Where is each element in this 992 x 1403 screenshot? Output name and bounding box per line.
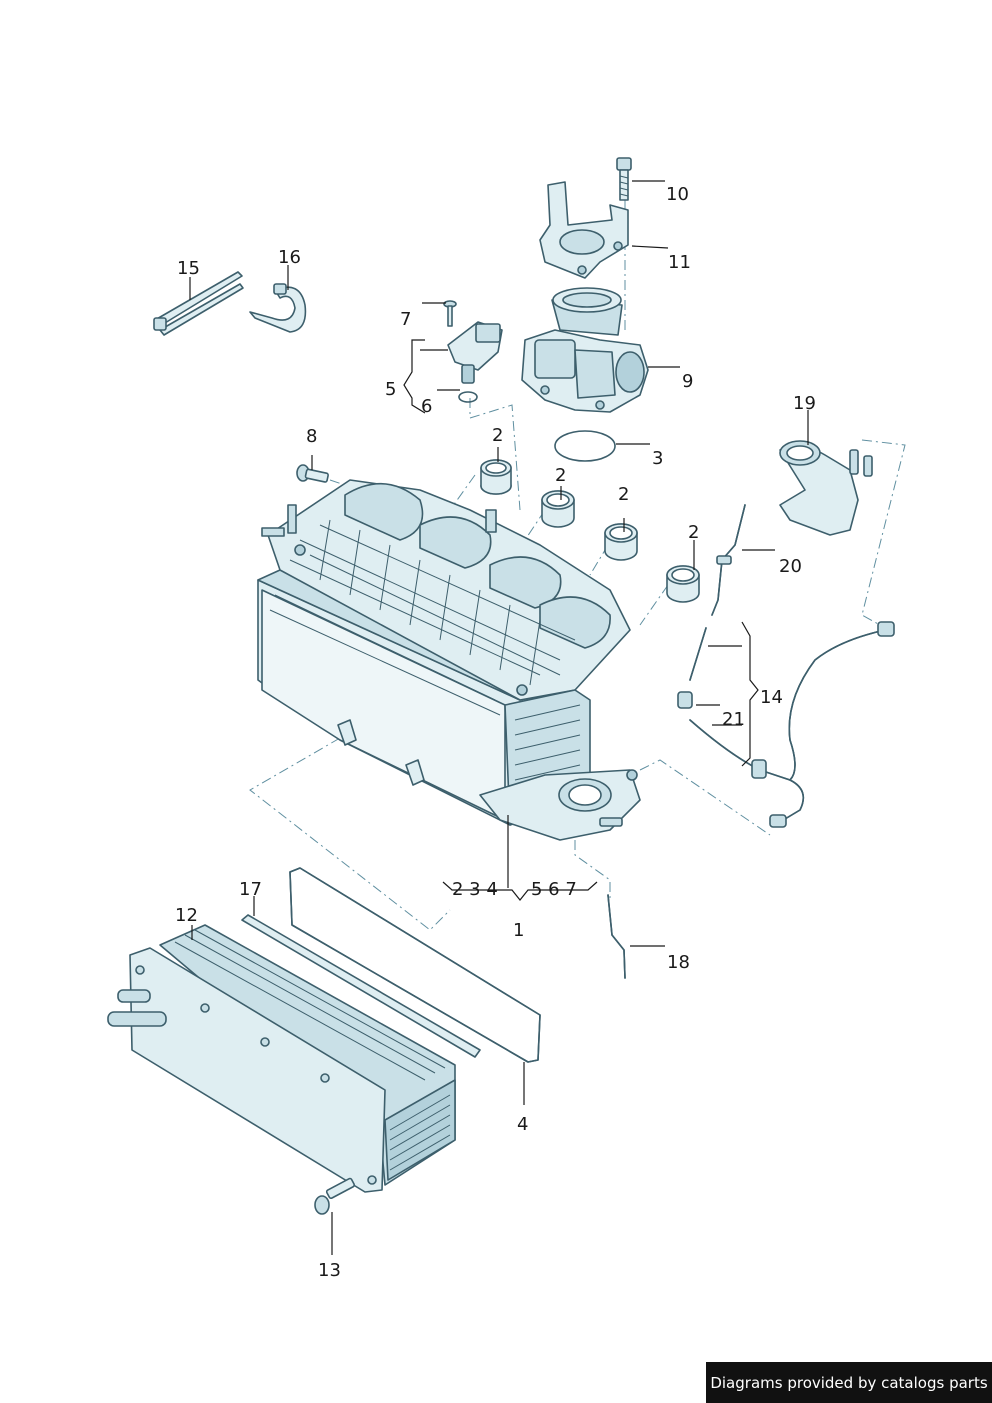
callout-9: 9 <box>682 371 693 392</box>
callout-13: 13 <box>318 1260 341 1281</box>
callout-20: 20 <box>779 556 802 577</box>
callout-1: 1 <box>513 920 524 941</box>
leader-lines <box>189 180 809 1255</box>
part-7-screw <box>443 300 457 327</box>
callout-labels: 10 11 9 3 2 2 2 2 7 5 6 8 15 16 19 20 14… <box>175 184 816 1281</box>
callout-19: 19 <box>793 393 816 414</box>
part-10-bolt <box>616 157 632 201</box>
callout-16: 16 <box>278 247 301 268</box>
callout-21: 21 <box>722 709 745 730</box>
callout-2a: 2 <box>492 425 503 446</box>
callout-11: 11 <box>668 252 691 273</box>
seal-ring-b <box>541 490 575 528</box>
callout-4: 4 <box>517 1114 528 1135</box>
callout-5: 5 <box>385 379 396 400</box>
part-13-bolt <box>314 1177 356 1215</box>
part-18-hose <box>607 894 626 979</box>
part-19-coolant-pipe <box>779 440 873 536</box>
part-5-sensor <box>447 321 503 384</box>
part-20-hose <box>711 504 746 616</box>
callout-2c: 2 <box>618 484 629 505</box>
part-4-gasket <box>289 867 541 1063</box>
part-14-hose <box>689 621 895 828</box>
part-17-seal-strip <box>241 914 481 1058</box>
callout-18: 18 <box>667 952 690 973</box>
part-16-clamp <box>249 283 307 333</box>
callout-17: 17 <box>239 879 262 900</box>
part-6-seal <box>458 391 478 403</box>
part-2-seal-rings <box>480 459 700 603</box>
seal-ring-c <box>604 523 638 561</box>
seal-ring-d <box>666 565 700 603</box>
callout-7: 7 <box>400 309 411 330</box>
callout-6: 6 <box>421 396 432 417</box>
part-8-bolt <box>296 464 329 483</box>
callout-15: 15 <box>177 258 200 279</box>
credit-text: Diagrams provided by catalogs parts <box>710 1373 988 1392</box>
callout-10: 10 <box>666 184 689 205</box>
part-11-bracket <box>539 181 629 279</box>
part-1-intake-manifold <box>257 479 641 841</box>
callout-8: 8 <box>306 426 317 447</box>
callout-group-5-6-7: 5 6 7 <box>531 879 577 900</box>
part-3-o-ring <box>554 430 616 462</box>
callout-14: 14 <box>760 687 783 708</box>
callout-group-2-3-4: 2 3 4 <box>452 879 498 900</box>
seal-ring-a <box>480 459 512 495</box>
part-21-connector <box>677 691 693 709</box>
callout-3: 3 <box>652 448 663 469</box>
part-9-throttle-body <box>521 287 649 413</box>
part-12-charge-air-cooler <box>107 924 456 1193</box>
credit-banner: Diagrams provided by catalogs parts <box>706 1362 992 1403</box>
callout-2b: 2 <box>555 465 566 486</box>
callout-12: 12 <box>175 905 198 926</box>
part-15-cable-ties <box>153 271 244 336</box>
callout-2d: 2 <box>688 522 699 543</box>
